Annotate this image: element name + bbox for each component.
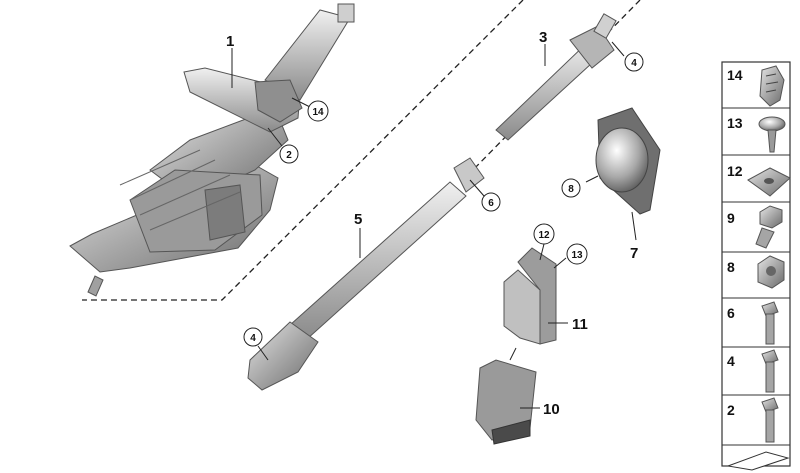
clip-nut-12 xyxy=(747,167,791,197)
bolt-2 xyxy=(761,397,779,443)
hex-bolt-9 xyxy=(755,205,783,249)
part-label-8: 8 xyxy=(568,184,574,195)
steering-column-assembly xyxy=(69,3,355,297)
legend-label-2: 2 xyxy=(727,402,735,418)
callout-circle-4-upper xyxy=(624,52,644,72)
legend-label-6: 6 xyxy=(727,305,735,321)
callout-circle-12 xyxy=(533,223,555,245)
washer-icon xyxy=(726,451,790,471)
control-unit xyxy=(475,359,537,445)
part-label-6: 6 xyxy=(488,198,494,209)
bolt-4 xyxy=(761,349,779,393)
part-label-14: 14 xyxy=(312,107,324,118)
part-label-12: 12 xyxy=(538,230,550,241)
part-label-3: 3 xyxy=(539,29,547,46)
part-label-10: 10 xyxy=(543,401,560,418)
callout-circle-13 xyxy=(566,243,588,265)
part-label-7: 7 xyxy=(630,245,638,262)
part-label-11: 11 xyxy=(572,316,588,333)
legend-label-8: 8 xyxy=(727,259,735,275)
part-label-1: 1 xyxy=(226,33,234,50)
legend-label-9: 9 xyxy=(727,210,735,226)
small-parts-legend: 14 13 12 9 8 6 4 xyxy=(721,61,791,471)
upper-steering-shaft xyxy=(495,13,617,141)
part-label-2: 2 xyxy=(286,150,292,161)
callout-circle-8 xyxy=(561,178,581,198)
legend-label-14: 14 xyxy=(727,67,743,83)
plastic-clip-14 xyxy=(759,65,785,107)
lower-steering-shaft xyxy=(247,157,485,391)
legend-label-13: 13 xyxy=(727,115,743,131)
callout-circle-4-lower xyxy=(243,327,263,347)
hex-nut-8 xyxy=(757,255,785,289)
leader-lines xyxy=(231,41,637,409)
legend-label-12: 12 xyxy=(727,163,743,179)
bolt-6 xyxy=(761,301,779,345)
callout-circle-14 xyxy=(307,100,329,122)
part-label-13: 13 xyxy=(571,250,583,261)
bracket xyxy=(503,247,557,345)
expanding-rivet-13 xyxy=(758,116,786,153)
callout-circle-2 xyxy=(279,144,299,164)
part-label-5: 5 xyxy=(354,211,362,228)
legend-label-4: 4 xyxy=(727,353,735,369)
part-label-4-upper: 4 xyxy=(631,58,637,69)
callout-circle-6 xyxy=(481,192,501,212)
part-label-4-lower: 4 xyxy=(250,333,256,344)
bearing-cover xyxy=(595,107,661,215)
